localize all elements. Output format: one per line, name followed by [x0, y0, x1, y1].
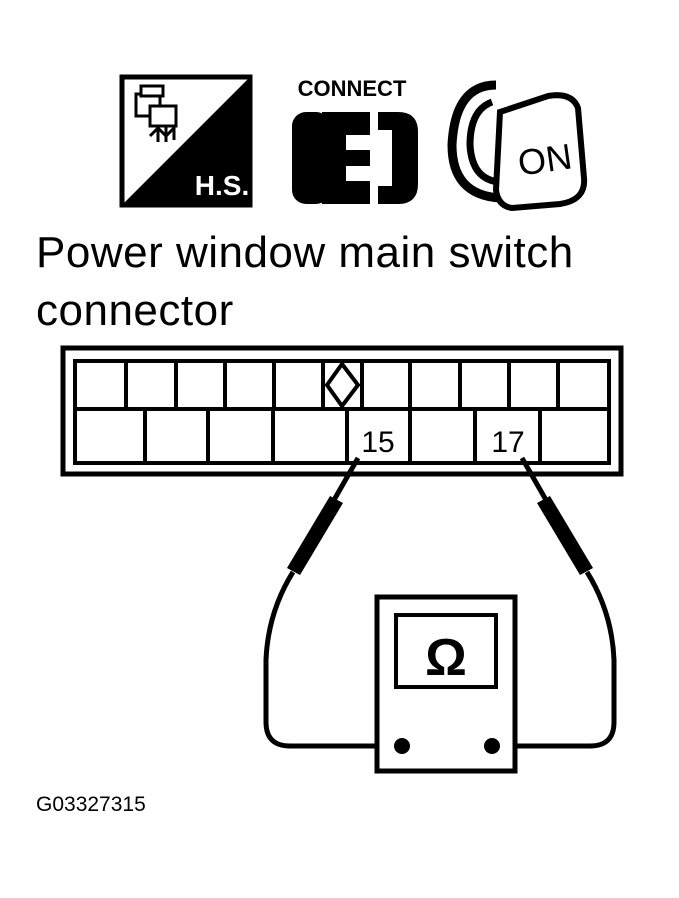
connector-bottom-row — [143, 409, 542, 463]
title-line-2: connector — [36, 286, 234, 335]
probe-right — [492, 456, 617, 749]
meter-terminal-right — [484, 738, 500, 754]
probe-left — [263, 456, 402, 749]
connector-key-marker — [324, 360, 361, 410]
pin-15-label: 15 — [361, 426, 394, 459]
connector-top-row — [124, 361, 560, 409]
connector-block: 15 17 — [60, 345, 624, 477]
ignition-label: ON — [515, 135, 574, 183]
title-line-1: Power window main switch — [36, 228, 574, 277]
ignition-key-icon: ON — [447, 80, 588, 212]
ohm-symbol: Ω — [425, 629, 467, 687]
ohmmeter: Ω — [374, 594, 518, 774]
ohmmeter-display — [394, 613, 498, 689]
harness-label: H.S. — [195, 170, 249, 201]
meter-terminal-left — [394, 738, 410, 754]
diagram-title: Power window main switch connector — [36, 224, 676, 340]
connect-label: CONNECT — [298, 76, 407, 101]
pin-17-label: 17 — [491, 426, 524, 459]
harness-connector-icon: H.S. — [119, 74, 253, 208]
figure-code: G03327315 — [36, 793, 146, 816]
connect-icon: CONNECT — [292, 76, 418, 204]
